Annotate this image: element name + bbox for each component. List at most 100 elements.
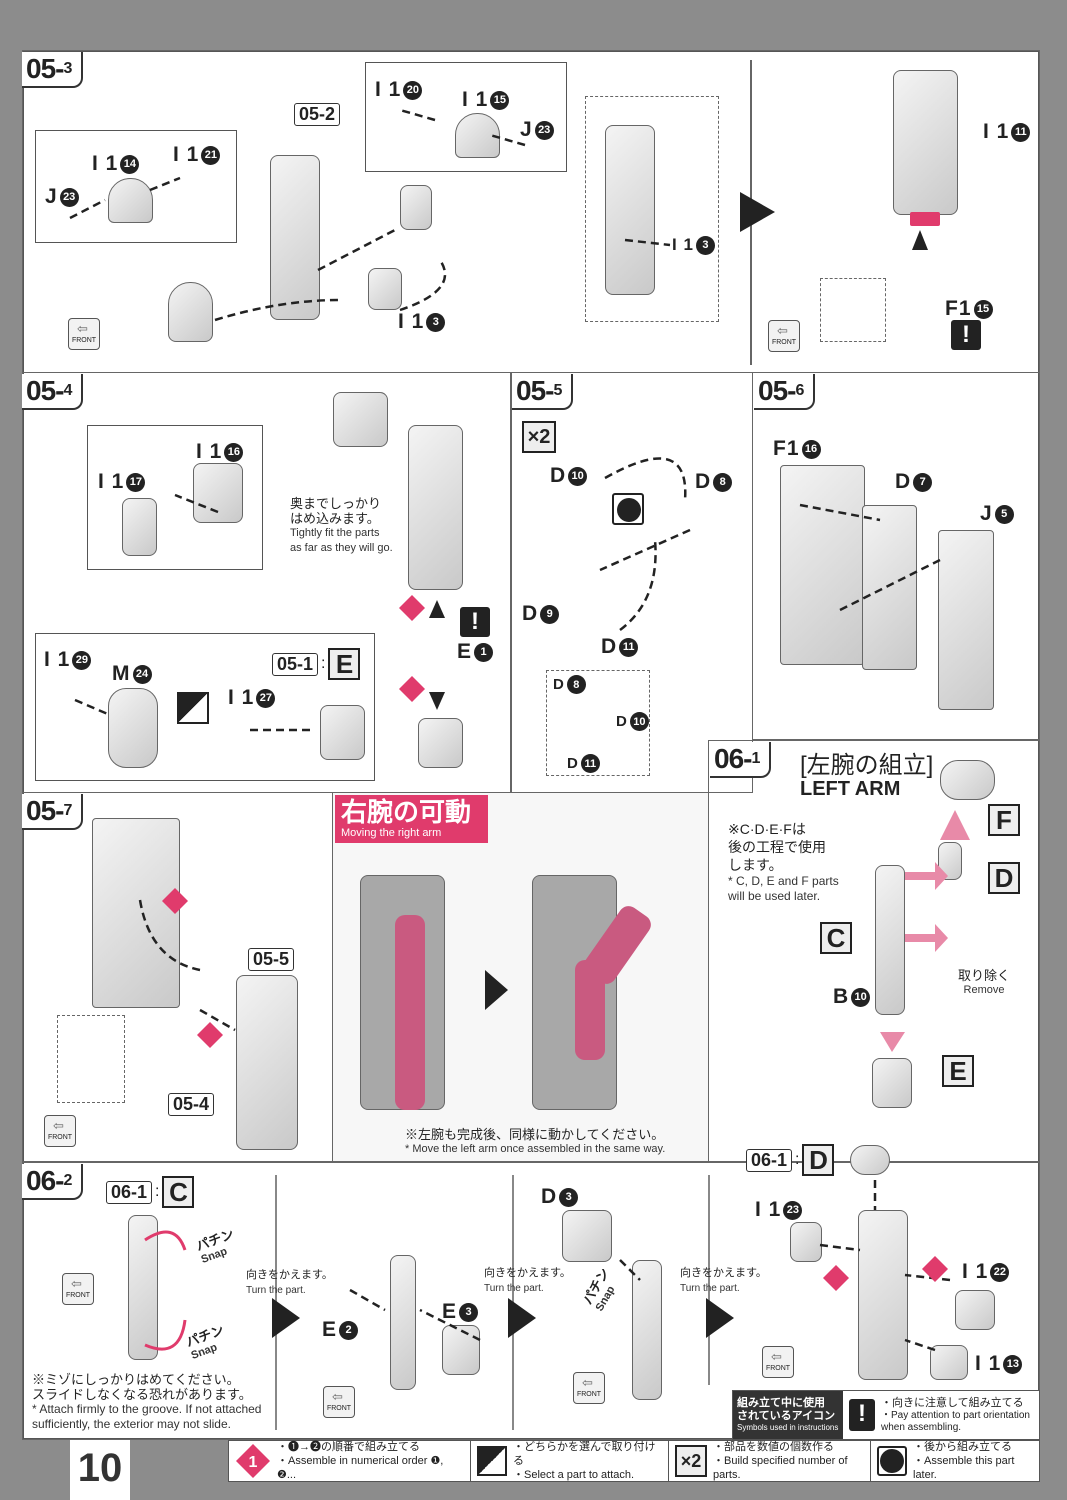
detail-05-7: [57, 1015, 125, 1103]
step-ref-06-1-d: 06-1:D: [746, 1144, 835, 1176]
turn-note: 向きをかえます。Turn the part.: [484, 1267, 571, 1294]
fit-note: 奥までしっかり はめ込みます。Tightly fit the parts as …: [290, 496, 393, 554]
turn-note: 向きをかえます。Turn the part.: [246, 1269, 333, 1296]
arm-part: [236, 975, 298, 1150]
step-05-6: 05-6: [754, 374, 816, 410]
detail-05-3: [585, 96, 719, 322]
warning-icon: !: [460, 607, 490, 637]
shoulder-part: [168, 282, 213, 342]
part: [108, 178, 153, 223]
step-ref-05-1-e: 05-1:E: [272, 648, 361, 680]
step-ref-06-1-c: 06-1:C: [106, 1176, 195, 1208]
groove-note: ※ミゾにしっかりはめてください。 スライドしなくなる恐れがあります。* Atta…: [32, 1372, 262, 1431]
part: [122, 498, 157, 556]
turn-note: 向きをかえます。Turn the part.: [680, 1267, 767, 1294]
panel-05-6: [752, 372, 1040, 740]
assemble-later-icon: [612, 493, 644, 525]
arm-part: [858, 1210, 908, 1380]
runner-box-c: C: [820, 922, 852, 954]
legend-item-warning: !・向きに注意して組み立てる・Pay attention to part ori…: [843, 1391, 1039, 1439]
runner-box-e: E: [942, 1055, 974, 1087]
svg-text:1: 1: [249, 1454, 258, 1471]
part-d: [938, 842, 962, 880]
step-05-7: 05-7: [22, 794, 84, 830]
front-icon: FRONT: [323, 1386, 355, 1418]
runner-box-d: D: [802, 1144, 835, 1176]
arm-part: [605, 125, 655, 295]
panel-part: [780, 465, 865, 665]
arm-part: [270, 155, 320, 320]
runner-box-e: E: [328, 648, 361, 680]
header-en: Moving the right arm: [341, 827, 442, 839]
step-ref-05-5: 05-5: [248, 948, 295, 971]
part: [930, 1345, 968, 1380]
arm-frame-part: [632, 1260, 662, 1400]
part: [455, 113, 500, 158]
panel-part: [92, 818, 180, 1008]
front-icon: FRONT: [768, 320, 800, 352]
step-06-1: 06-1: [710, 742, 772, 778]
warning-icon: !: [849, 1399, 875, 1431]
page-number: 10: [70, 1440, 130, 1500]
part: [790, 1222, 822, 1262]
part-e3: [442, 1325, 480, 1375]
part-f: [940, 760, 995, 800]
assemble-later-icon: [877, 1446, 907, 1476]
step-ref: 06-1: [106, 1180, 153, 1204]
step-06-2: 06-2: [22, 1164, 84, 1200]
front-icon: FRONT: [62, 1273, 94, 1305]
step-06-1-title-en: LEFT ARM: [800, 778, 901, 800]
multiplier-x2-icon: ×2: [675, 1445, 707, 1477]
step-ref-05-2: 05-2: [294, 103, 341, 126]
runner-box-d: D: [988, 862, 1020, 894]
part-d: [850, 1145, 890, 1175]
runner-box-f: F: [988, 804, 1020, 836]
step-ref-05-4: 05-4: [168, 1093, 215, 1116]
arm-frame-part: [875, 865, 905, 1015]
arm-part: [893, 70, 958, 215]
divider: [750, 60, 752, 365]
legend-item-order: 1・❶→❷の順番で組み立てる・Assemble in numerical ord…: [229, 1441, 471, 1481]
legend-item-select: ・どちらかを選んで取り付ける・Select a part to attach.: [471, 1441, 669, 1481]
move-note: ※左腕も完成後、同様に動かしてください。* Move the left arm …: [405, 1127, 666, 1155]
frame-part: [862, 505, 917, 670]
divider: [708, 1175, 710, 1385]
front-icon: FRONT: [68, 318, 100, 350]
numbered-order-icon: 1: [236, 1444, 270, 1478]
select-one-icon: [177, 692, 209, 724]
detail-f1-15: [820, 278, 886, 342]
part: [368, 268, 402, 310]
frame-part: [938, 530, 994, 710]
part: [955, 1290, 995, 1330]
divider: [275, 1175, 277, 1430]
part: [333, 392, 388, 447]
arm-frame-part: [390, 1255, 416, 1390]
pink-joint: [910, 212, 940, 226]
panel-06-2: [22, 1162, 1040, 1440]
